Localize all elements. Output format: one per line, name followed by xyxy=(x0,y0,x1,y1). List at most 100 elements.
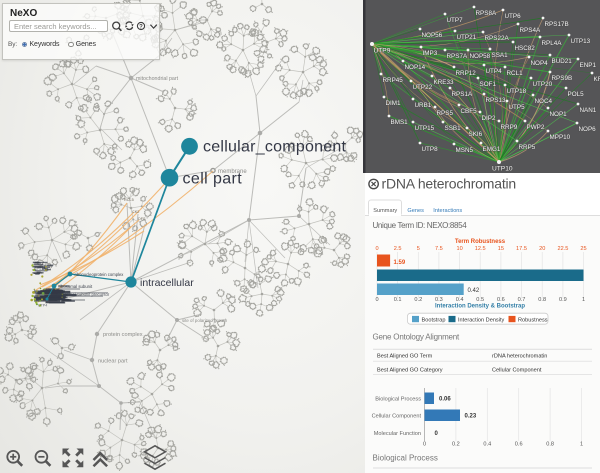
svg-text:0.7: 0.7 xyxy=(518,297,526,303)
svg-text:0.4: 0.4 xyxy=(483,441,491,447)
svg-text:IMP3: IMP3 xyxy=(423,50,438,57)
svg-text:intracellular: intracellular xyxy=(140,277,194,289)
svg-text:UTP4: UTP4 xyxy=(38,304,47,308)
svg-text:CBF5: CBF5 xyxy=(461,108,478,115)
svg-text:ribosomal subunit: ribosomal subunit xyxy=(59,284,93,289)
svg-text:KRE6: KRE6 xyxy=(594,76,600,83)
svg-text:SSA1: SSA1 xyxy=(492,52,509,59)
svg-text:Genes: Genes xyxy=(407,208,424,214)
svg-text:Biological Process: Biological Process xyxy=(375,396,421,402)
svg-text:Robustness: Robustness xyxy=(518,318,548,324)
svg-text:20: 20 xyxy=(539,246,545,252)
svg-text:cellular_component: cellular_component xyxy=(203,139,347,156)
svg-text:DFS: DFS xyxy=(138,217,146,221)
svg-text:Cellular Component: Cellular Component xyxy=(372,413,422,419)
svg-text:UTP20: UTP20 xyxy=(533,81,553,88)
svg-text:cell part: cell part xyxy=(183,171,243,188)
svg-text:site of polarized growth: site of polarized growth xyxy=(182,318,228,323)
svg-text:UTP8: UTP8 xyxy=(422,146,439,153)
svg-text:7.5: 7.5 xyxy=(435,246,443,252)
svg-text:RPS13: RPS13 xyxy=(486,97,506,104)
svg-text:0.2: 0.2 xyxy=(414,297,422,303)
svg-text:0.3: 0.3 xyxy=(435,297,443,303)
svg-text:1: 1 xyxy=(582,297,585,303)
svg-text:0.6: 0.6 xyxy=(497,297,505,303)
svg-text:RPL4A: RPL4A xyxy=(542,40,563,47)
svg-text:ENP1: ENP1 xyxy=(580,62,597,69)
svg-text:0.1: 0.1 xyxy=(394,297,402,303)
svg-text:UTP9: UTP9 xyxy=(374,48,391,55)
svg-text:NOP6: NOP6 xyxy=(579,126,597,133)
svg-text:0.6: 0.6 xyxy=(515,441,523,447)
svg-text:Molecular Function: Molecular Function xyxy=(374,431,421,437)
svg-text:NOP4: NOP4 xyxy=(531,60,549,67)
svg-text:BMS1: BMS1 xyxy=(391,119,409,126)
svg-text:CK2: CK2 xyxy=(132,210,139,214)
svg-text:1.59: 1.59 xyxy=(394,260,406,266)
svg-text:ribonucleoprotein complex: ribonucleoprotein complex xyxy=(75,272,125,277)
svg-text:ribosomal subunit precursor: ribosomal subunit precursor xyxy=(58,292,110,297)
svg-text:URB1: URB1 xyxy=(415,102,432,109)
svg-text:rDNA heterochromatin: rDNA heterochromatin xyxy=(492,354,547,360)
svg-text:0.4: 0.4 xyxy=(456,297,464,303)
svg-text:UTP22: UTP22 xyxy=(413,84,433,91)
svg-text:22.5: 22.5 xyxy=(557,246,568,252)
svg-text:0: 0 xyxy=(375,297,378,303)
svg-text:RPS4A: RPS4A xyxy=(520,27,541,34)
svg-text:0.42: 0.42 xyxy=(468,288,480,294)
svg-text:15: 15 xyxy=(498,246,504,252)
svg-text:Unique Term ID: NEXO:8854: Unique Term ID: NEXO:8854 xyxy=(373,221,468,230)
svg-text:UTP5: UTP5 xyxy=(509,104,526,111)
svg-text:RRP5: RRP5 xyxy=(519,144,536,151)
svg-text:protein complex: protein complex xyxy=(103,332,143,338)
svg-text:0.23: 0.23 xyxy=(465,413,477,419)
svg-text:NOP14: NOP14 xyxy=(405,64,426,71)
svg-text:RRP45: RRP45 xyxy=(383,77,404,84)
svg-text:UTP18: UTP18 xyxy=(507,88,527,95)
svg-text:RPS1A: RPS1A xyxy=(452,91,473,98)
svg-text:BUD21: BUD21 xyxy=(552,58,573,65)
svg-text:NOC4: NOC4 xyxy=(535,98,553,105)
svg-text:Interaction Density: Interaction Density xyxy=(458,318,505,324)
svg-text:RPS8A: RPS8A xyxy=(476,10,497,17)
svg-text:MPP10: MPP10 xyxy=(550,134,571,141)
svg-text:Term Robustness: Term Robustness xyxy=(455,239,506,245)
svg-text:DIM1: DIM1 xyxy=(386,100,402,107)
svg-text:25: 25 xyxy=(580,246,586,252)
svg-text:NAN1: NAN1 xyxy=(580,107,597,114)
svg-text:2.5: 2.5 xyxy=(394,246,402,252)
svg-text:RPS22A: RPS22A xyxy=(485,35,510,42)
svg-text:Best Aligned GO Term: Best Aligned GO Term xyxy=(377,354,433,360)
svg-text:mitochondrial part: mitochondrial part xyxy=(136,76,179,82)
svg-text:Biological Process: Biological Process xyxy=(373,454,438,463)
svg-text:membrane: membrane xyxy=(218,169,247,175)
svg-text:RPS5: RPS5 xyxy=(437,110,454,117)
svg-text:UTP10: UTP10 xyxy=(492,166,513,173)
svg-text:0.8: 0.8 xyxy=(546,441,554,447)
svg-text:MSN5: MSN5 xyxy=(456,147,474,154)
svg-text:0: 0 xyxy=(435,431,439,437)
svg-text:SSB1: SSB1 xyxy=(445,125,462,132)
svg-text:Cellular Component: Cellular Component xyxy=(492,367,542,373)
svg-text:12.5: 12.5 xyxy=(475,246,486,252)
svg-text:nuclear part: nuclear part xyxy=(98,359,128,365)
svg-text:UTP15: UTP15 xyxy=(415,125,435,132)
svg-text:Best Aligned GO Category: Best Aligned GO Category xyxy=(377,367,443,373)
svg-text:?: ? xyxy=(139,24,143,30)
svg-text:PWP2: PWP2 xyxy=(527,124,545,131)
svg-text:RRP12: RRP12 xyxy=(456,70,477,77)
svg-text:RCL5: RCL5 xyxy=(124,198,134,202)
svg-text:DIP2: DIP2 xyxy=(482,115,496,122)
svg-text:RCL1: RCL1 xyxy=(507,70,524,77)
svg-text:SKI6: SKI6 xyxy=(469,131,483,138)
svg-text:UTP4: UTP4 xyxy=(486,68,503,75)
svg-text:RPS1A: RPS1A xyxy=(34,267,46,271)
svg-text:RPS17B: RPS17B xyxy=(545,21,569,28)
svg-text:5: 5 xyxy=(417,246,420,252)
svg-text:0: 0 xyxy=(423,441,426,447)
svg-text:RPS7A: RPS7A xyxy=(447,53,468,60)
svg-text:0: 0 xyxy=(375,246,378,252)
svg-text:Bootstrap: Bootstrap xyxy=(422,318,446,324)
svg-text:EMG1: EMG1 xyxy=(483,146,501,153)
svg-text:Interactions: Interactions xyxy=(433,208,462,214)
